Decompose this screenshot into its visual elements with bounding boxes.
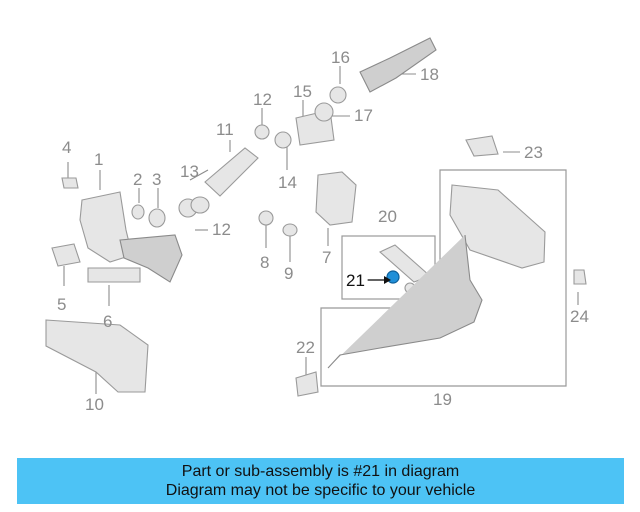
clamp-12a-part [254, 124, 270, 140]
callout-8: 8 [260, 253, 269, 272]
arrow-21 [368, 276, 391, 284]
callout-12-bottom: 12 [212, 220, 231, 239]
isolator-24-part [573, 269, 587, 285]
callout-21: 21 [346, 271, 365, 290]
callout-3: 3 [152, 170, 161, 189]
callout-numbers: 1 2 3 4 5 6 7 8 9 10 11 12 12 13 14 15 1… [57, 48, 589, 414]
info-banner: Part or sub-assembly is #21 in diagram D… [17, 458, 624, 504]
callout-5: 5 [57, 295, 66, 314]
catalytic-converter-part [79, 191, 133, 263]
callout-23: 23 [524, 143, 543, 162]
gasket-2-part [131, 204, 145, 220]
callout-10: 10 [85, 395, 104, 414]
part-13-part [190, 196, 210, 214]
banner-line-1: Part or sub-assembly is #21 in diagram [181, 463, 460, 480]
downpipe-18-part [359, 37, 437, 93]
tailpipe-19-part [327, 234, 483, 369]
muffler-19-part [449, 184, 546, 269]
callout-13: 13 [180, 162, 199, 181]
callout-9: 9 [284, 264, 293, 283]
exhaust-parts-diagram: 1 2 3 4 5 6 7 8 9 10 11 12 12 13 14 15 1… [45, 37, 589, 414]
hanger-23-part [465, 135, 499, 157]
gasket-17-part [314, 102, 334, 122]
parts-artwork [45, 37, 587, 397]
callout-14: 14 [278, 173, 297, 192]
callout-6: 6 [103, 312, 112, 331]
banner-line-2: Diagram may not be specific to your vehi… [165, 482, 476, 499]
clamp-8-part [258, 210, 274, 226]
callout-1: 1 [94, 150, 103, 169]
gasket-3-part [148, 208, 166, 228]
callout-2: 2 [133, 170, 142, 189]
clamp-22-part [295, 371, 319, 397]
callout-22: 22 [296, 338, 315, 357]
callout-15: 15 [293, 82, 312, 101]
gasket-plate-6-part [87, 267, 141, 283]
callout-18: 18 [420, 65, 439, 84]
mount-5-part [51, 243, 81, 267]
callout-20: 20 [378, 207, 397, 226]
callout-16: 16 [331, 48, 350, 67]
callout-4: 4 [62, 138, 71, 157]
filter-7-part [315, 171, 357, 226]
callout-19: 19 [433, 390, 452, 409]
callout-11: 11 [216, 120, 234, 139]
callout-17: 17 [354, 106, 373, 125]
callout-24: 24 [570, 307, 589, 326]
callout-12-top: 12 [253, 90, 272, 109]
callout-7: 7 [322, 248, 331, 267]
cooler-10-part [45, 319, 149, 393]
bracket-4-part [61, 177, 79, 189]
clamp-14-part [274, 131, 292, 149]
converter-pipe-part [119, 234, 183, 283]
gasket-16-part [329, 86, 347, 104]
pipe-11-part [204, 147, 259, 197]
part-9-part [282, 223, 298, 237]
